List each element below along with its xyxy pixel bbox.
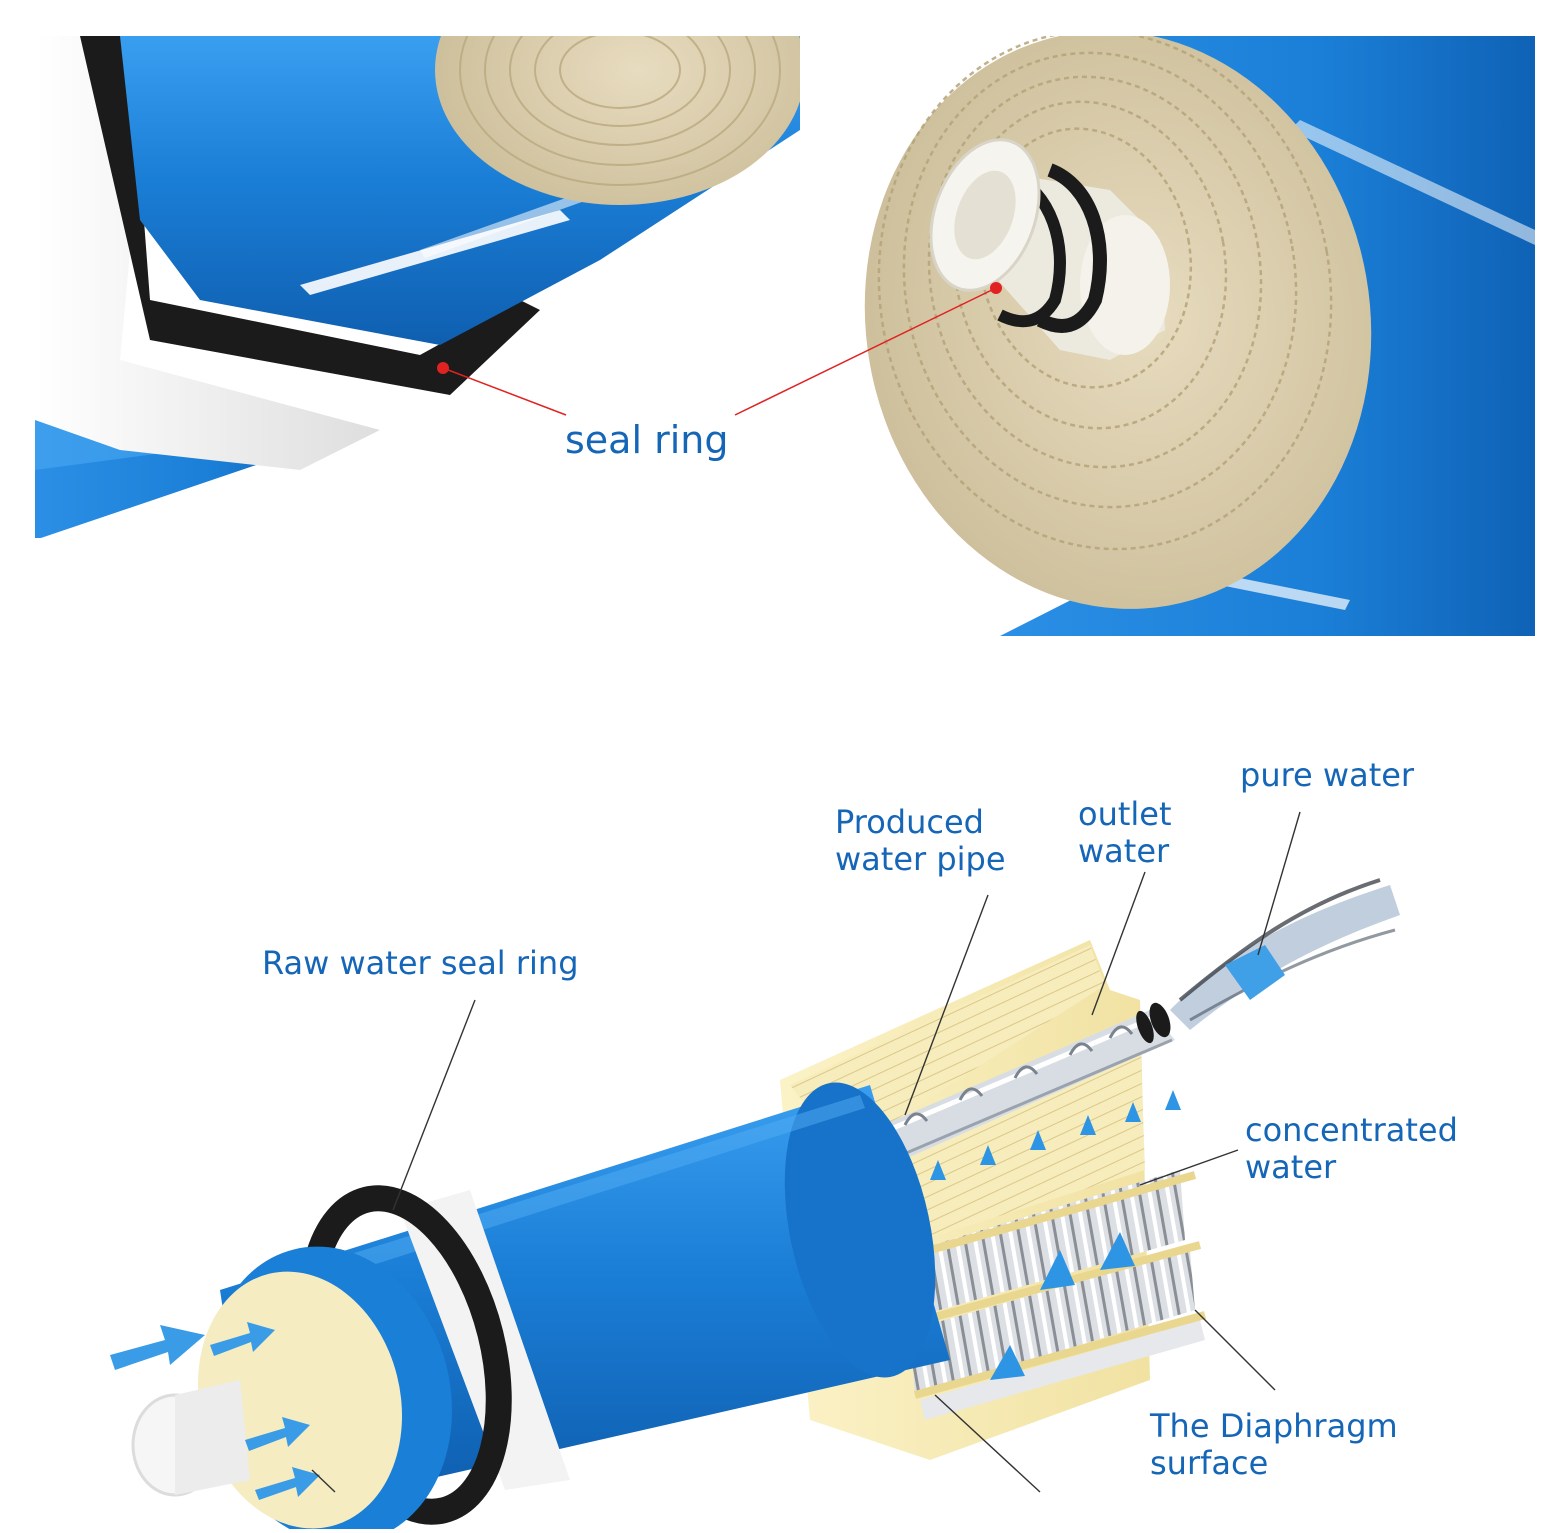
cutaway-diagram (110, 811, 1400, 1533)
pure-water-arrow (1225, 945, 1285, 1000)
label-diaphragm-surface-line1: The Diaphragm (1150, 1407, 1398, 1445)
label-outlet-water-line2: water (1078, 832, 1170, 871)
label-outlet-water: outlet water (1078, 795, 1172, 871)
leader-diaphragm-surface (1194, 1309, 1276, 1391)
label-outlet-water-line1: outlet (1078, 795, 1172, 833)
label-diaphragm-surface: The Diaphragm surface (1150, 1407, 1398, 1483)
label-seal-ring: seal ring (565, 418, 729, 462)
label-produced-water-pipe-line1: Produced (835, 803, 984, 841)
label-pure-water: pure water (1240, 756, 1415, 794)
label-concentrated-water-line1: concentrated (1245, 1111, 1458, 1149)
outlet-tube-tr (929, 138, 1170, 360)
top-right-photo (734, 36, 1535, 636)
membrane-housing (131, 1082, 950, 1533)
label-concentrated-water-line2: water (1245, 1148, 1337, 1187)
label-diaphragm-surface-line2: surface (1150, 1444, 1269, 1483)
leader-pure-water (1257, 811, 1301, 956)
seal-ring-leader-tl (442, 367, 567, 416)
seal-ring-leader-tr (734, 287, 997, 416)
leader-raw-water-seal-ring (392, 999, 476, 1211)
pure-water-stream (1170, 878, 1400, 1030)
leader-diaphragm-lower (934, 1394, 1041, 1493)
leader-concentrated-water (1139, 1149, 1239, 1186)
leader-inlet (311, 1469, 336, 1493)
label-concentrated-water: concentrated water (1245, 1111, 1458, 1187)
spacer-mesh (900, 1170, 1185, 1320)
label-produced-water-pipe: Produced water pipe (835, 803, 1006, 879)
raw-water-arrows (110, 1322, 320, 1500)
label-produced-water-pipe-line2: water pipe (835, 840, 1006, 879)
leader-produced-water-pipe (904, 894, 989, 1116)
label-raw-water-seal-ring: Raw water seal ring (262, 944, 579, 982)
permeate-flow-arrows (930, 1090, 1181, 1380)
leader-outlet-water (1091, 871, 1146, 1016)
top-left-photo (35, 36, 800, 538)
produced-water-pipe-graphic (860, 1002, 1175, 1170)
